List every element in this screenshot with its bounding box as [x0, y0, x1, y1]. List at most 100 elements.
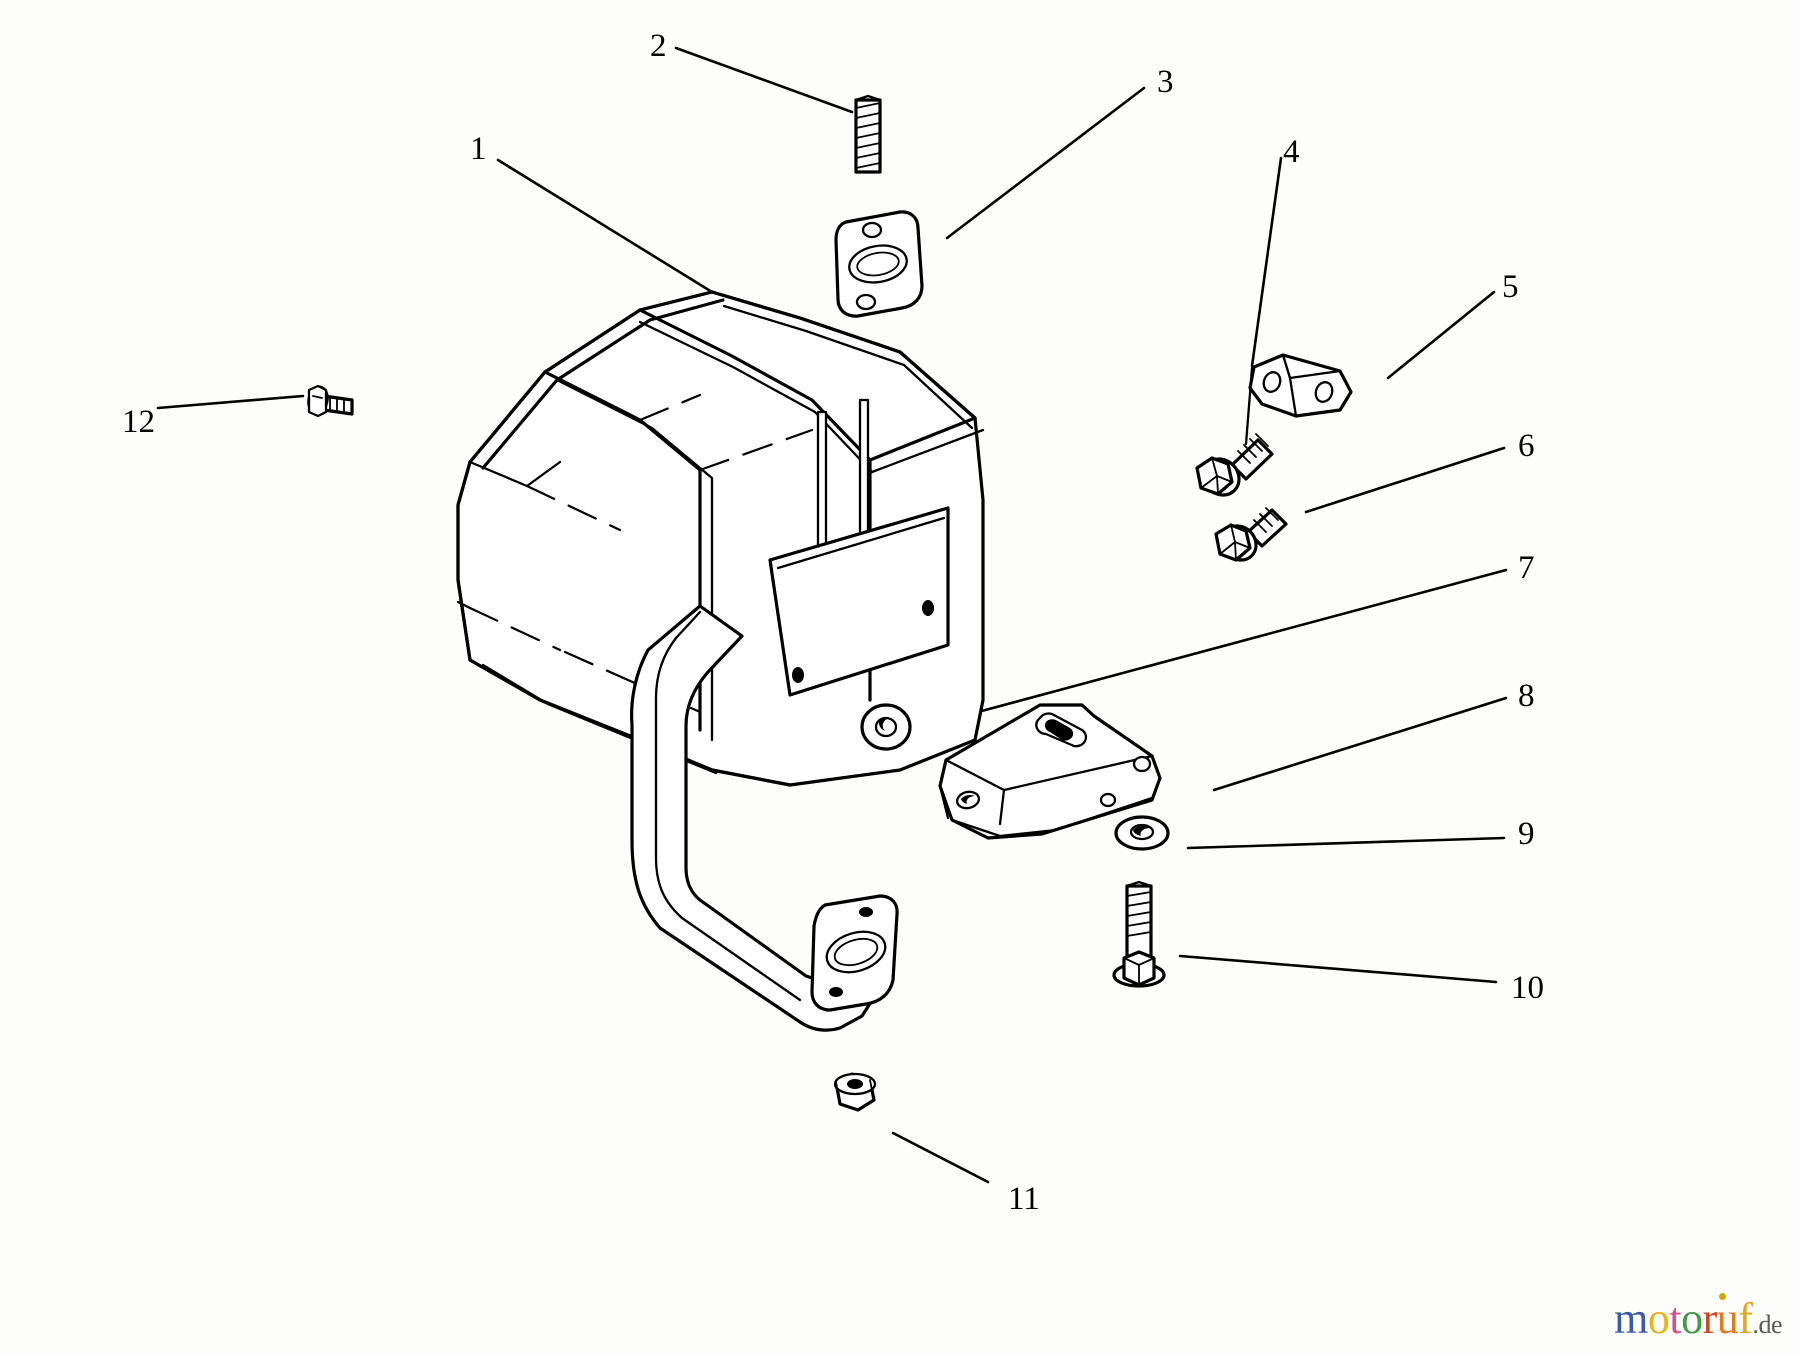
bracket8-lower-contour [950, 796, 1154, 838]
stud-thread-2 [855, 112, 881, 119]
bolt10-th2 [1126, 901, 1152, 907]
leader-5 [1386, 290, 1496, 380]
stud-thread-7 [855, 162, 881, 169]
washer9-rim [1114, 831, 1170, 851]
gasket-hole-bottom [855, 293, 877, 311]
stud-thread-4 [855, 132, 881, 139]
locknut-face2 [869, 1079, 875, 1101]
leader-3 [945, 86, 1146, 240]
bracket8-hole-left-shadow [961, 795, 975, 804]
muffler-ridge-front [710, 290, 977, 420]
callout-number-7: 7 [1518, 550, 1535, 586]
watermark-letter-f: f [1738, 1294, 1753, 1343]
locknut [833, 1072, 877, 1112]
leader-9 [1186, 836, 1506, 850]
muffler-facet-seam-1 [543, 370, 702, 732]
watermark-suffix: .de [1752, 1310, 1782, 1339]
bracket-small-leg [1244, 366, 1254, 446]
threaded-stud [854, 94, 882, 174]
watermark-dot [1719, 1293, 1726, 1300]
bolt5-th1 [1237, 450, 1251, 464]
bolt6-th2 [1259, 513, 1273, 527]
watermark-letter-m: m [1614, 1294, 1648, 1343]
heat-shield-hole-right [922, 600, 934, 616]
callout-number-4: 4 [1283, 134, 1300, 170]
exhaust-pipe-body [630, 604, 882, 1032]
bracket8-slot-shadow [1044, 719, 1074, 741]
leader-4 [1250, 156, 1283, 368]
muffler-lower-facet-dash-mid [563, 650, 702, 714]
muffler-lower-facet-dash-left [468, 606, 562, 652]
stud-top [854, 94, 882, 102]
bolt5-head-face3 [1200, 475, 1218, 489]
heat-shield-hole-left [792, 667, 804, 683]
gasket-port-inner [856, 251, 900, 277]
bolt10-th3 [1126, 911, 1152, 917]
bolt10-th4 [1126, 921, 1152, 927]
locknut-face1 [835, 1081, 841, 1105]
leader-11 [891, 1131, 990, 1184]
washer9-hole-shadow [1133, 825, 1151, 836]
bracket-small-hole-left [1262, 371, 1282, 393]
bolt10-top [1125, 880, 1153, 888]
callout-number-12: 12 [122, 404, 155, 440]
muffler-lower-facet-left [456, 600, 472, 610]
muffler-heat-shield-edge [776, 516, 946, 570]
leader-12 [156, 394, 305, 410]
screw-small [307, 384, 354, 418]
bolt6-th3 [1265, 507, 1279, 521]
exhaust-pipe-inner-seam [654, 610, 802, 1002]
watermark-letter-o2: o [1681, 1294, 1703, 1343]
muffler-ridge-front-inner [722, 304, 974, 430]
muffler-left-corner [456, 460, 472, 662]
muffler-upper-facet-dash [638, 393, 702, 422]
muffler-crease-top [468, 290, 714, 464]
motoruf-watermark: motoruf.de [1614, 1293, 1782, 1343]
muffler-band-left-dash [525, 484, 622, 532]
stud-thread-3 [855, 122, 881, 129]
muffler-facet-right-top [868, 416, 977, 462]
gasket-hole-top [861, 221, 883, 239]
leader-8 [1212, 696, 1508, 792]
bracket8-side-edge [938, 784, 950, 820]
bracket8-hole-right [1132, 755, 1152, 773]
pipe-flange-hole-bottom [829, 987, 843, 997]
muffler-upper-facet-dash2 [698, 428, 814, 472]
callout-number-9: 9 [1518, 816, 1535, 852]
bolt5-head [1195, 456, 1234, 496]
exhaust-pipe-flange [810, 894, 899, 1012]
leader-lines [156, 46, 1508, 1184]
bracket8-fold-top [944, 754, 1154, 792]
locknut-hole [847, 1079, 863, 1089]
washer-lock [1114, 815, 1170, 851]
bolt5-th3 [1249, 438, 1263, 452]
watermark-letter-r: r [1702, 1294, 1718, 1343]
washer7-inner [874, 716, 898, 738]
muffler-body [456, 290, 985, 787]
muffler-crease-top-inner [481, 298, 725, 470]
leader-1 [496, 158, 714, 294]
leader-10 [1178, 954, 1498, 984]
bolt10-th5 [1126, 931, 1152, 937]
callout-number-11: 11 [1008, 1181, 1040, 1217]
bolt10-th1 [1126, 891, 1152, 897]
bracket-small [1244, 353, 1353, 446]
bolt6-head-face3 [1219, 541, 1236, 555]
exhaust-pipe [630, 604, 882, 1032]
bolt5-th4 [1255, 433, 1269, 447]
muffler-facet-right-top2 [870, 428, 985, 474]
leader-6 [1304, 446, 1506, 514]
callout-number-10: 10 [1511, 970, 1544, 1006]
bracket-small-edge [1288, 369, 1342, 380]
bolt-hex-flange [1195, 433, 1274, 497]
muffler-heat-shield [768, 506, 950, 697]
callout-number-5: 5 [1502, 269, 1519, 305]
muffler-facet-seam-2 [638, 308, 872, 462]
screw12-flange [307, 384, 328, 418]
screw12-slot [312, 395, 323, 399]
pipe-flange-hole-top [859, 907, 873, 917]
callout-number-1: 1 [470, 131, 487, 167]
washer7-hole-shadow [878, 717, 889, 731]
